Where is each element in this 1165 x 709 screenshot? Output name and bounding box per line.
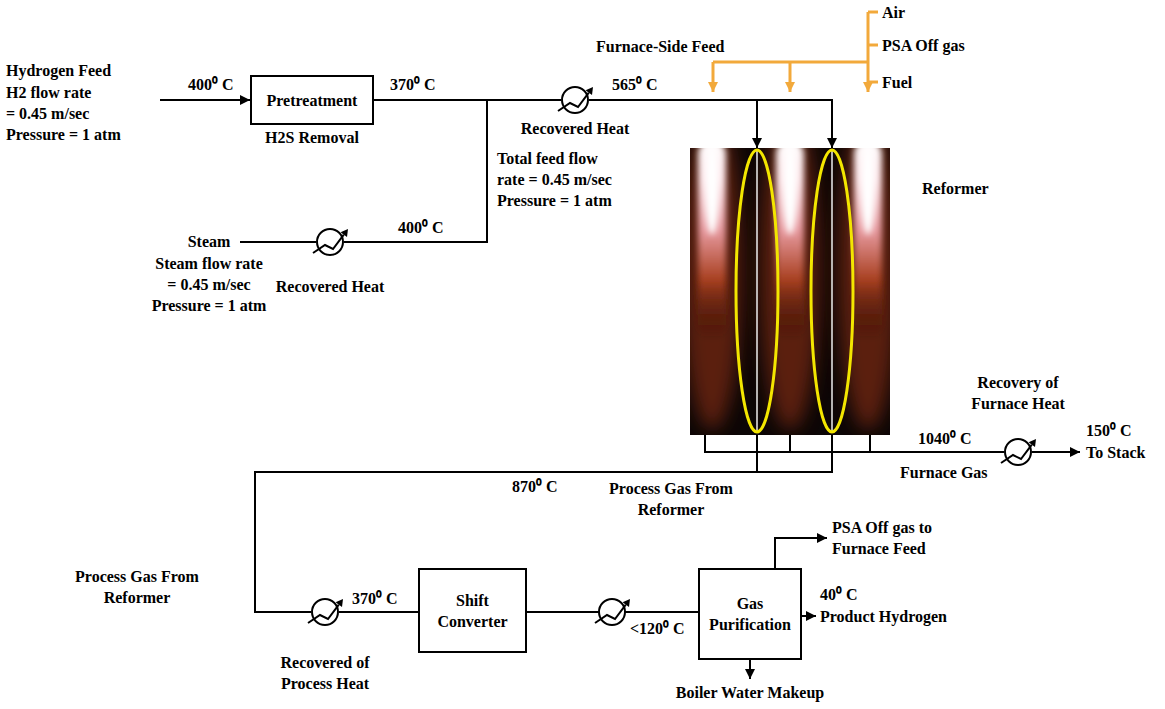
- stream-spec: Total feed flow rate = 0.45 m/sec: [497, 148, 625, 190]
- heat-exchanger-symbol: [1004, 438, 1032, 466]
- heat-exchanger: Recovery of Furnace Heat: [1004, 438, 1032, 466]
- exchanger-arrowhead: [336, 599, 343, 607]
- feed-line: [757, 100, 832, 148]
- heat-exchanger-symbol: [316, 228, 344, 256]
- process-gas-collector: [756, 435, 758, 472]
- flame: [776, 148, 804, 340]
- stream-label: PSA Off gas: [882, 35, 965, 56]
- heat-exchanger-symbol: [561, 86, 589, 114]
- stream-label: Process Gas From Reformer: [62, 566, 212, 608]
- node-title: Pretreatment: [252, 90, 372, 111]
- heat-exchanger-symbol: [1001, 439, 1036, 465]
- product-line: [800, 615, 816, 617]
- process-box: Gas Purification: [698, 568, 802, 660]
- temperature-label: 400⁰ C: [188, 74, 234, 95]
- node-title: Shift Converter: [420, 590, 525, 632]
- feed-tick: [868, 11, 878, 14]
- reformer-furnace: Reformer: [690, 148, 890, 435]
- heat-exchanger: Recovered Heat: [561, 86, 589, 114]
- fuel-drop: [789, 62, 792, 92]
- reformer-furnace: [690, 148, 890, 435]
- node-title: Gas Purification: [700, 593, 800, 635]
- exchanger-arrow: [595, 605, 626, 623]
- node-title: Recovered Heat: [505, 118, 645, 139]
- stream-spec: Pressure = 1 atm: [497, 190, 612, 211]
- fuel-drop: [867, 12, 870, 92]
- flame-core: [705, 148, 719, 235]
- heat-exchanger-symbol: [558, 87, 593, 113]
- stream-label: Product Hydrogen: [820, 606, 947, 627]
- temperature-label: 370⁰ C: [390, 74, 436, 95]
- stream-spec: H2 flow rate = 0.45 m/sec: [6, 82, 102, 124]
- heat-exchanger-symbol: [308, 599, 343, 625]
- node-title: Recovery of Furnace Heat: [963, 372, 1073, 414]
- tube-highlight: [736, 150, 778, 432]
- stream-spec: Steam flow rate = 0.45 m/sec: [150, 253, 268, 295]
- stream-label: Air: [882, 2, 905, 23]
- exchanger-arrow: [1001, 445, 1032, 463]
- process-box: PretreatmentH2S Removal: [250, 75, 374, 125]
- heat-exchanger-symbol: [311, 598, 339, 626]
- stream-spec: Pressure = 1 atm: [6, 124, 121, 145]
- node-title: Recovered Heat: [260, 276, 400, 297]
- heat-exchanger-symbol: [313, 229, 348, 255]
- stream-label: To Stack: [1086, 442, 1145, 463]
- stream-label: Furnace-Side Feed: [596, 36, 724, 57]
- heat-exchanger-symbol: [595, 599, 630, 625]
- reformer-tube: [831, 150, 833, 433]
- feed-tick: [868, 81, 878, 84]
- temperature-label: 150⁰ C: [1086, 420, 1132, 441]
- exchanger-arrow: [313, 235, 344, 253]
- flame: [854, 148, 882, 340]
- temperature-label: 1040⁰ C: [918, 428, 972, 449]
- furnace-feed-lines: [713, 12, 878, 92]
- heat-exchanger: Recovered Heat: [316, 228, 344, 256]
- furnace-gas-collector: [789, 435, 791, 452]
- stream-label: PSA Off gas to Furnace Feed: [832, 517, 972, 559]
- stream-label: Boiler Water Makeup: [650, 682, 850, 703]
- stream-label: Steam: [150, 231, 268, 252]
- hydrogen-feed-line: [160, 99, 250, 101]
- reformer-tube: [756, 150, 758, 433]
- stream-label: Furnace Gas: [900, 462, 988, 483]
- furnace-gas-collector: [705, 435, 870, 452]
- exchanger-arrowhead: [1029, 439, 1036, 447]
- stream-label: Process Gas From Reformer: [596, 478, 746, 520]
- fuel-drop: [712, 62, 715, 92]
- temperature-label: 870⁰ C: [512, 476, 558, 497]
- node-title: Reformer: [922, 178, 989, 199]
- flow-line: [339, 611, 418, 613]
- node-title: Recovered of Process Heat: [270, 652, 380, 694]
- temperature-label: 400⁰ C: [398, 217, 444, 238]
- heat-exchanger: Recovered of Process Heat: [311, 598, 339, 626]
- temperature-label: <120⁰ C: [630, 618, 685, 639]
- tube-highlight: [811, 150, 853, 432]
- temperature-label: 565⁰ C: [612, 74, 658, 95]
- steam-line: [240, 241, 316, 243]
- exchanger-arrow: [558, 93, 589, 111]
- process-box: Shift Converter: [418, 568, 527, 653]
- exchanger-arrow: [308, 605, 339, 623]
- flame: [698, 148, 726, 340]
- stream-label: Fuel: [882, 72, 912, 93]
- exchanger-arrowhead: [341, 229, 348, 237]
- stream-label: Hydrogen Feed: [6, 60, 111, 81]
- temperature-label: 370⁰ C: [352, 588, 398, 609]
- node-subtitle: H2S Removal: [265, 127, 359, 148]
- process-lines: [160, 100, 1080, 679]
- stream-spec: Pressure = 1 atm: [150, 295, 268, 316]
- flame-glow: [690, 148, 742, 430]
- temperature-label: 40⁰ C: [820, 584, 858, 605]
- feed-tick: [868, 44, 878, 47]
- off-gas-line: [775, 538, 827, 568]
- exchanger-arrowhead: [623, 599, 630, 607]
- exchanger-arrowhead: [586, 87, 593, 95]
- flame-core: [861, 148, 875, 235]
- flame-core: [783, 148, 797, 235]
- boiler-water-line: [749, 660, 751, 679]
- stack-line: [1032, 451, 1080, 453]
